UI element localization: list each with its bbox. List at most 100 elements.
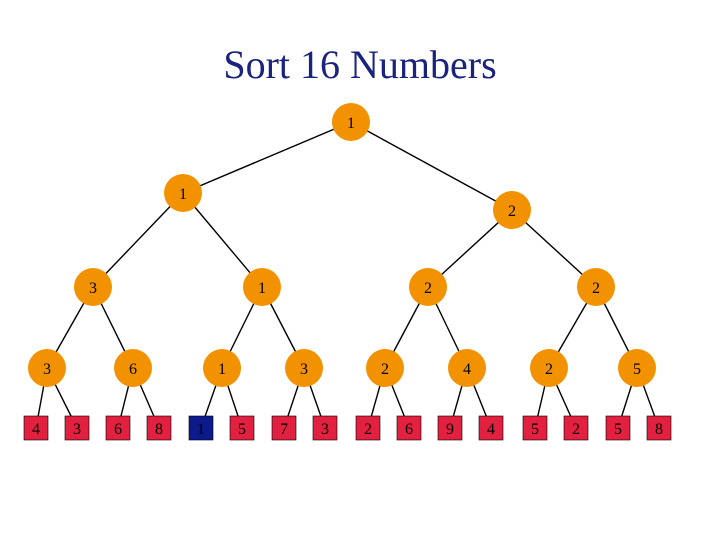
leaf-square — [396, 415, 422, 441]
tree-node-level-3: 2 — [366, 349, 404, 387]
leaf-value: 3 — [321, 421, 329, 438]
leaf-value: 6 — [114, 421, 122, 438]
node-circle — [530, 349, 568, 387]
tree-node-level-1: 2 — [493, 191, 531, 229]
leaf-value: 5 — [238, 421, 246, 438]
tree-node-level-3: 4 — [448, 349, 486, 387]
node-circle — [618, 349, 656, 387]
node-value: 3 — [43, 361, 51, 378]
node-circle — [243, 268, 281, 306]
leaf-square — [355, 415, 381, 441]
leaf-node: 5 — [229, 415, 255, 441]
leaf-node: 3 — [64, 415, 90, 441]
leaf-square — [646, 415, 672, 441]
leaf-node: 9 — [437, 415, 463, 441]
leaf-node: 5 — [605, 415, 631, 441]
leaf-square — [146, 415, 172, 441]
leaf-value: 4 — [32, 421, 40, 438]
node-value: 1 — [258, 280, 266, 297]
tree-node-level-3: 6 — [114, 349, 152, 387]
node-circle — [577, 268, 615, 306]
node-circle — [448, 349, 486, 387]
leaf-value: 8 — [155, 421, 163, 438]
node-value: 3 — [89, 280, 97, 297]
leaf-value: 3 — [73, 421, 81, 438]
node-value: 2 — [424, 280, 432, 297]
node-value: 2 — [381, 361, 389, 378]
leaf-node: 4 — [23, 415, 49, 441]
tree-node-level-3: 1 — [203, 349, 241, 387]
leaf-square — [522, 415, 548, 441]
tree-node-level-0: 1 — [332, 103, 370, 141]
leaf-square — [478, 415, 504, 441]
leaf-square — [605, 415, 631, 441]
leaf-square-highlighted — [188, 415, 214, 441]
node-circle — [203, 349, 241, 387]
node-circle — [164, 174, 202, 212]
leaf-node: 8 — [146, 415, 172, 441]
leaf-value: 1 — [197, 421, 205, 438]
node-circle — [493, 191, 531, 229]
leaf-node: 6 — [396, 415, 422, 441]
leaf-value: 2 — [572, 421, 580, 438]
leaf-square — [312, 415, 338, 441]
tree-edge — [182, 192, 263, 288]
node-circle — [366, 349, 404, 387]
page-title: Sort 16 Numbers — [223, 42, 497, 87]
node-value: 6 — [129, 361, 137, 378]
leaf-node: 5 — [522, 415, 548, 441]
leaf-node: 2 — [563, 415, 589, 441]
leaf-node: 3 — [312, 415, 338, 441]
leaf-node: 8 — [646, 415, 672, 441]
node-value: 1 — [347, 115, 355, 132]
node-circle — [285, 349, 323, 387]
leaf-square — [105, 415, 131, 441]
leaf-value: 5 — [531, 421, 539, 438]
leaf-square — [271, 415, 297, 441]
leaf-node: 4 — [478, 415, 504, 441]
node-circle — [114, 349, 152, 387]
node-value: 2 — [508, 203, 516, 220]
leaf-square — [563, 415, 589, 441]
tree-node-level-3: 3 — [285, 349, 323, 387]
tree-node-level-3: 3 — [28, 349, 66, 387]
node-circle — [74, 268, 112, 306]
tree-node-level-2: 2 — [409, 268, 447, 306]
leaf-value: 2 — [364, 421, 372, 438]
tree-nodes: 1 1 2 3 1 2 2 3 6 1 3 2 4 2 5 4 3 6 8 1 5 7 3 2 6 9 4 5 2 5 8 — [23, 103, 672, 441]
leaf-square — [23, 415, 49, 441]
node-circle — [332, 103, 370, 141]
leaf-square — [229, 415, 255, 441]
leaf-value: 4 — [487, 421, 495, 438]
leaf-node: 2 — [355, 415, 381, 441]
node-value: 2 — [545, 361, 553, 378]
leaf-node: 7 — [271, 415, 297, 441]
leaf-value: 6 — [405, 421, 413, 438]
node-value: 5 — [633, 361, 641, 378]
tree-node-level-1: 1 — [164, 174, 202, 212]
node-value: 3 — [300, 361, 308, 378]
node-value: 2 — [592, 280, 600, 297]
tree-node-level-3: 2 — [530, 349, 568, 387]
leaf-value: 9 — [446, 421, 454, 438]
node-circle — [409, 268, 447, 306]
leaf-value: 8 — [655, 421, 663, 438]
leaf-value: 5 — [614, 421, 622, 438]
tree-node-level-3: 5 — [618, 349, 656, 387]
tree-node-level-2: 2 — [577, 268, 615, 306]
tree-node-level-2: 3 — [74, 268, 112, 306]
tree-edge — [92, 192, 184, 288]
node-value: 1 — [218, 361, 226, 378]
leaf-value: 7 — [280, 421, 288, 438]
node-value: 4 — [463, 361, 471, 378]
node-circle — [28, 349, 66, 387]
tree-node-level-2: 1 — [243, 268, 281, 306]
leaf-node: 6 — [105, 415, 131, 441]
leaf-square — [437, 415, 463, 441]
node-value: 1 — [179, 186, 187, 203]
tree-edge — [182, 121, 352, 194]
leaf-node: 1 — [188, 415, 214, 441]
tree-edge — [350, 121, 513, 211]
leaf-square — [64, 415, 90, 441]
